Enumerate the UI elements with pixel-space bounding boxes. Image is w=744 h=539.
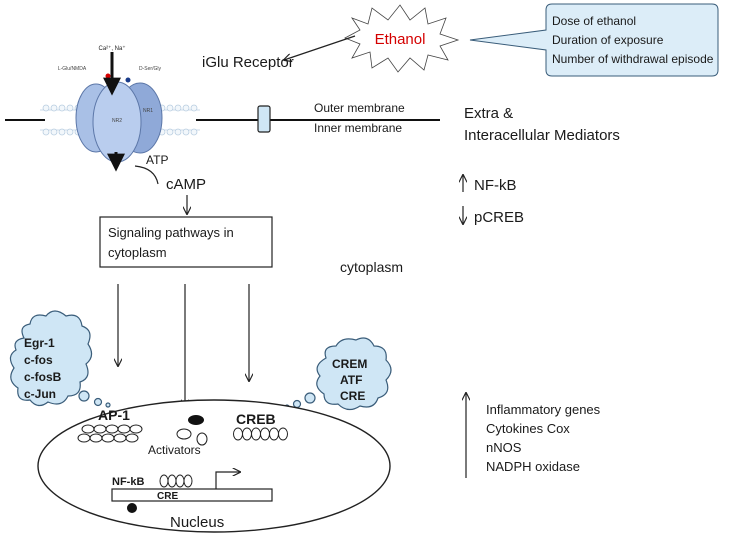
factor-dose: Dose of ethanol xyxy=(552,14,636,28)
creb-label: CREB xyxy=(236,411,276,427)
ap1-complex xyxy=(77,424,143,443)
activator-oval-a xyxy=(176,428,192,440)
left-tag-label: L-Glu/NMDA xyxy=(58,66,87,72)
activator-dark xyxy=(188,415,204,425)
membrane-channel xyxy=(257,105,271,133)
nfkb-up-label: NF-kB xyxy=(474,177,517,194)
activator-oval-b xyxy=(196,432,208,446)
pcreb-down: pCREB xyxy=(463,206,524,226)
signaling-line1: Signaling pathways in xyxy=(108,225,234,240)
dna-bar xyxy=(111,488,273,502)
nucleus: AP-1 Activators CREB NF-kB CRE Nucleus xyxy=(37,399,391,533)
cloud-cfosb: c-fosB xyxy=(24,370,62,384)
nfkb-nucleus-label: NF-kB xyxy=(112,476,144,488)
subunit-nr2-label: NR2 xyxy=(112,118,122,124)
activators-label: Activators xyxy=(148,443,201,457)
factor-duration: Duration of exposure xyxy=(552,33,664,47)
nfkb-binding xyxy=(159,474,193,488)
iglu-receptor: NR2 NR1 Ca²⁺, Na⁺ L-Glu/NMDA D-Ser/Gly xyxy=(58,45,163,172)
ethanol-factors-bubble: Dose of ethanol Duration of exposure Num… xyxy=(469,3,719,77)
arrow-ethanol-to-receptor xyxy=(284,35,356,60)
transcription-start-arrow xyxy=(215,472,240,489)
gene-nnos: nNOS xyxy=(486,440,522,455)
cre-nucleus-label: CRE xyxy=(157,491,178,502)
mediators-title-line1: Extra & xyxy=(464,105,513,122)
left-transcription-cloud: Egr-1 c-fos c-fosB c-Jun xyxy=(9,310,111,408)
cytoplasm-label: cytoplasm xyxy=(340,259,403,275)
outer-membrane-label: Outer membrane xyxy=(314,101,405,115)
cloud-egr1: Egr-1 xyxy=(24,336,55,350)
cloud-crem: CREM xyxy=(332,357,367,371)
cell-membrane: Outer membrane Inner membrane xyxy=(5,101,440,136)
dna-marker-dot xyxy=(127,503,137,513)
signaling-line2: cytoplasm xyxy=(108,245,167,260)
mediators-title-line2: Interacellular Mediators xyxy=(464,127,620,144)
creb-complex xyxy=(233,427,288,441)
right-transcription-cloud: CREM ATF CRE xyxy=(284,337,392,411)
ethanol-burst: Ethanol xyxy=(344,4,460,73)
ions-label: Ca²⁺, Na⁺ xyxy=(98,45,125,52)
gene-inflammatory: Inflammatory genes xyxy=(486,402,601,417)
atp-to-camp-curve xyxy=(134,165,159,185)
ethanol-label: Ethanol xyxy=(375,31,426,48)
gene-cytokines: Cytokines Cox xyxy=(486,421,570,436)
pcreb-down-label: pCREB xyxy=(474,209,524,226)
cloud-cjun: c-Jun xyxy=(24,387,56,401)
inner-membrane-label: Inner membrane xyxy=(314,121,402,135)
subunit-nr1-label: NR1 xyxy=(143,108,153,114)
camp-label: cAMP xyxy=(166,176,206,193)
factor-withdrawal: Number of withdrawal episode xyxy=(552,52,714,66)
ligand-glu xyxy=(105,73,111,79)
ligand-gly xyxy=(125,77,131,83)
signaling-box: Signaling pathways in cytoplasm xyxy=(99,216,273,268)
cloud-cfos: c-fos xyxy=(24,353,53,367)
receptor-title: iGlu Receptor xyxy=(202,54,294,71)
gene-nadph: NADPH oxidase xyxy=(486,459,580,474)
right-tag-label: D-Ser/Gly xyxy=(139,66,161,72)
atp-label: ATP xyxy=(146,153,168,167)
cloud-cre: CRE xyxy=(340,389,365,403)
nucleus-label: Nucleus xyxy=(170,514,224,531)
cloud-atf: ATF xyxy=(340,373,362,387)
nfkb-up: NF-kB xyxy=(463,175,517,194)
ap1-label: AP-1 xyxy=(98,407,130,423)
